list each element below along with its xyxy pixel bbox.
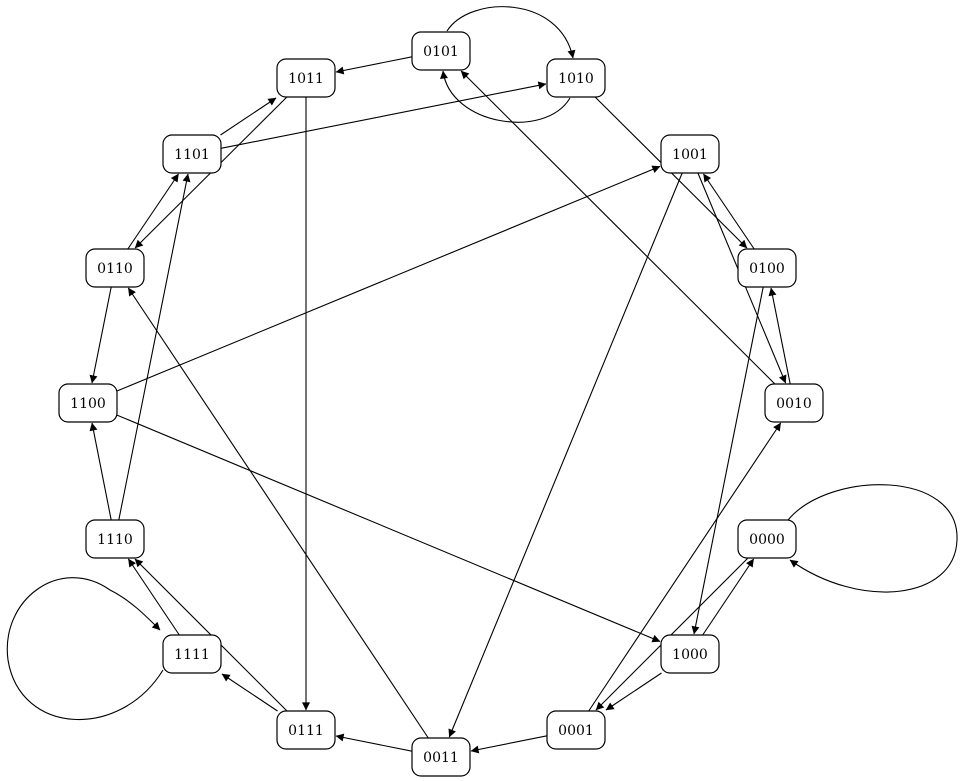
- node-1110-label: 1110: [97, 532, 133, 548]
- node-0110[interactable]: 0110: [85, 248, 145, 288]
- edge-1111-to-1111: [6, 577, 164, 721]
- edge-0110-to-1100: [89, 286, 112, 384]
- node-1001-label: 1001: [672, 147, 708, 163]
- node-1001-box: [660, 134, 720, 174]
- edge-1000-to-0000: [702, 558, 755, 636]
- edge-0011-to-0110: [127, 287, 429, 739]
- node-1000-label: 1000: [672, 647, 708, 663]
- node-1110-box: [85, 519, 145, 559]
- node-1101-box: [162, 134, 222, 174]
- node-1001[interactable]: 1001: [660, 134, 720, 174]
- edge-1110-to-1100: [89, 422, 112, 521]
- node-1000[interactable]: 1000: [660, 634, 720, 674]
- edge-1101-to-1010: [220, 81, 547, 149]
- nodes-layer: 0101 1011 1010 1101 1001 0110 0100 1100 0010 1110…: [58, 31, 824, 777]
- edge-1101-to-1011: [220, 97, 277, 136]
- edge-1100-to-1000: [116, 414, 661, 643]
- node-0000[interactable]: 0000: [737, 519, 797, 559]
- node-1111-box: [162, 634, 222, 674]
- node-1010-label: 1010: [558, 71, 594, 87]
- node-0111-label: 0111: [288, 723, 324, 739]
- node-0111[interactable]: 0111: [276, 710, 336, 750]
- node-0001[interactable]: 0001: [546, 710, 606, 750]
- node-1000-box: [660, 634, 720, 674]
- edge-1001-to-0011: [448, 172, 683, 738]
- edge-0011-to-0111: [335, 733, 413, 752]
- edge-1010-to-0101: [440, 70, 571, 123]
- edge-0100-to-1001: [703, 173, 755, 250]
- edge-1110-to-1101: [118, 173, 191, 521]
- node-0111-box: [276, 710, 336, 750]
- edge-1000-to-0001: [605, 672, 662, 711]
- node-0100[interactable]: 0100: [737, 248, 797, 288]
- edge-0101-to-1011: [335, 56, 413, 75]
- edge-0000-to-0000: [787, 484, 958, 593]
- node-1101[interactable]: 1101: [162, 134, 222, 174]
- node-1100[interactable]: 1100: [58, 383, 118, 423]
- node-0101-label: 0101: [423, 44, 459, 60]
- node-0101-box: [411, 31, 471, 71]
- edge-0000-to-0001: [595, 557, 749, 711]
- edge-0110-to-1101: [127, 173, 179, 250]
- node-1101-label: 1101: [174, 147, 210, 163]
- node-0001-label: 0001: [558, 723, 594, 739]
- node-1011-label: 1011: [288, 71, 324, 87]
- node-0001-box: [546, 710, 606, 750]
- node-0011-box: [411, 737, 471, 777]
- edge-0001-to-0010: [588, 422, 782, 712]
- node-1100-box: [58, 383, 118, 423]
- node-0010[interactable]: 0010: [764, 383, 824, 423]
- node-0110-box: [85, 248, 145, 288]
- edge-0101-to-1010: [446, 6, 576, 59]
- edge-1100-to-1001: [116, 165, 661, 392]
- node-0010-label: 0010: [776, 396, 812, 412]
- edges-layer: [6, 6, 958, 754]
- node-1010-box: [546, 58, 606, 98]
- node-1110[interactable]: 1110: [85, 519, 145, 559]
- node-1111[interactable]: 1111: [162, 634, 222, 674]
- edge-0001-to-0011: [470, 735, 548, 754]
- node-0000-label: 0000: [749, 532, 785, 548]
- node-0100-box: [737, 248, 797, 288]
- edge-0100-to-1000: [691, 286, 764, 635]
- edge-0010-to-0100: [768, 287, 791, 385]
- node-1100-label: 1100: [70, 396, 106, 412]
- node-0100-label: 0100: [749, 261, 785, 277]
- node-1011-box: [276, 58, 336, 98]
- node-0011[interactable]: 0011: [411, 737, 471, 777]
- node-0010-box: [764, 383, 824, 423]
- node-0110-label: 0110: [97, 261, 133, 277]
- node-0011-label: 0011: [423, 750, 459, 766]
- node-1011[interactable]: 1011: [276, 58, 336, 98]
- node-0101[interactable]: 0101: [411, 31, 471, 71]
- node-1010[interactable]: 1010: [546, 58, 606, 98]
- node-0000-box: [737, 519, 797, 559]
- edge-0010-to-0101: [460, 70, 776, 385]
- edge-0111-to-1111: [221, 673, 278, 712]
- edge-1111-to-1110: [127, 558, 180, 636]
- node-1111-label: 1111: [174, 647, 210, 663]
